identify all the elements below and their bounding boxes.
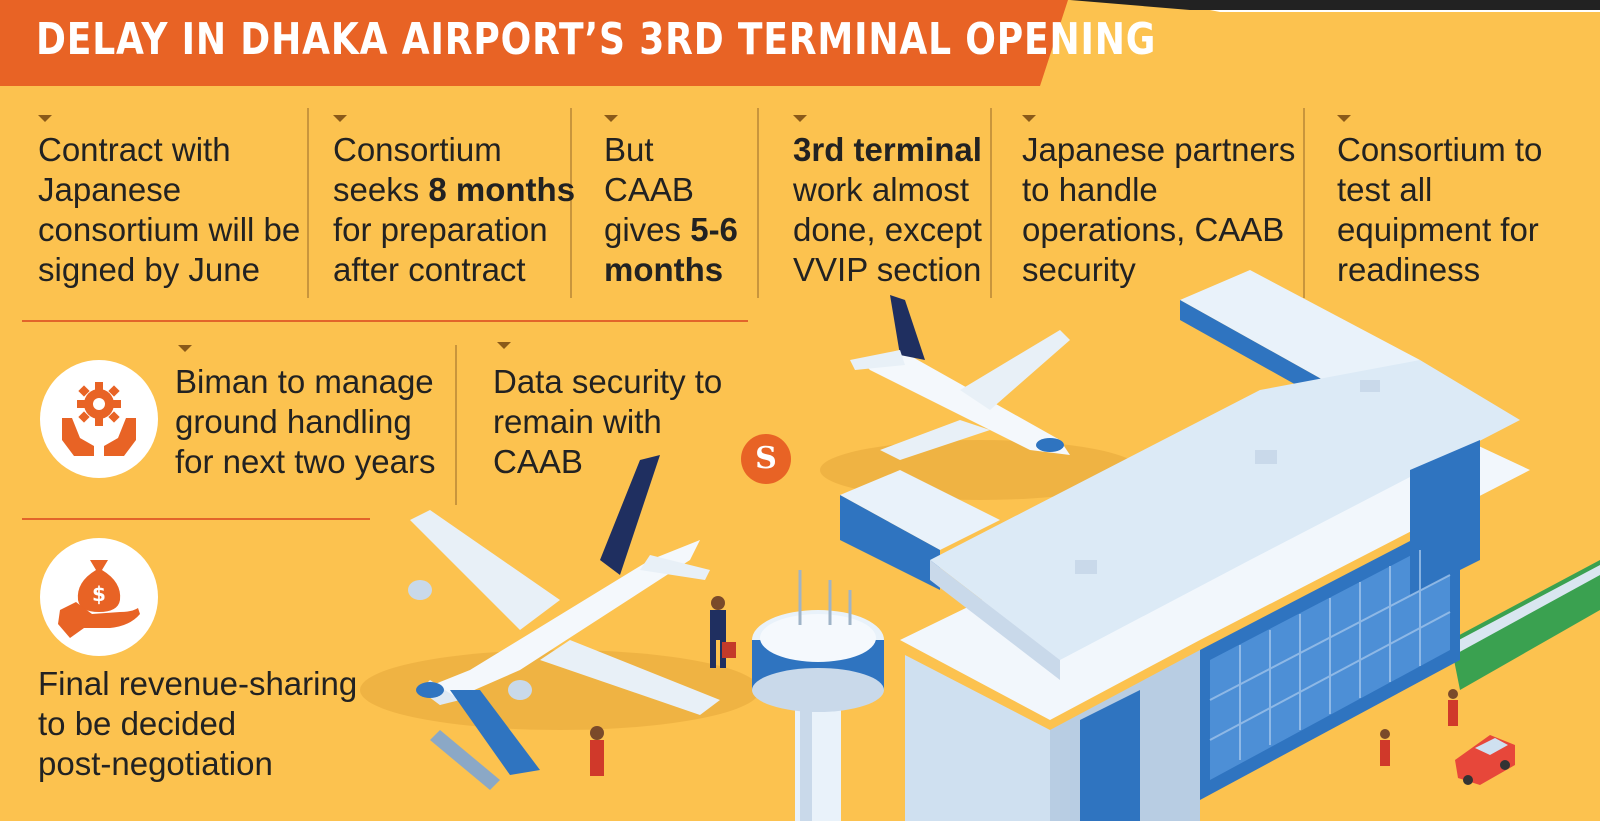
divider-h-1	[22, 320, 748, 322]
fact-revenue-sharing: Final revenue-sharing to be decided post…	[38, 664, 357, 784]
fact-highlight: 5-6	[690, 211, 738, 248]
fact-preparation-time: Consortium seeks 8 months for preparatio…	[333, 130, 575, 290]
fact-line: to handle	[1022, 171, 1158, 208]
fact-line: VVIP section	[793, 251, 982, 288]
fact-line: But	[604, 131, 654, 168]
fact-line: operations, CAAB	[1022, 211, 1285, 248]
fact-line: Japanese partners	[1022, 131, 1296, 168]
fact-line: 3rd terminal	[793, 130, 982, 170]
fact-line: months	[604, 250, 738, 290]
fact-line: security	[1022, 251, 1136, 288]
title-banner-edge	[1070, 0, 1600, 12]
fact-text: seeks	[333, 171, 429, 208]
marker-1	[38, 115, 52, 122]
fact-line: done, except	[793, 211, 982, 248]
divider-v-3	[757, 108, 759, 298]
fact-line: CAAB	[493, 443, 583, 480]
page-title: DELAY IN DHAKA AIRPORT’S 3RD TERMINAL OP…	[36, 14, 1157, 65]
fact-highlight: 8 months	[428, 171, 576, 208]
divider-v-2	[570, 108, 572, 298]
fact-ground-handling: Biman to manage ground handling for next…	[175, 362, 435, 482]
fact-equipment-test: Consortium to test all equipment for rea…	[1337, 130, 1542, 290]
fact-line: work almost	[793, 171, 970, 208]
money-hand-icon: $	[58, 560, 140, 638]
fact-line: Consortium to	[1337, 131, 1543, 168]
gear-hands-icon-badge	[40, 360, 158, 478]
divider-v-4	[990, 108, 992, 298]
marker-5	[1022, 115, 1036, 122]
fact-terminal-status: 3rd terminal work almost done, except VV…	[793, 130, 982, 290]
dollar-sign-glyph: $	[92, 582, 106, 606]
fact-line: to be decided	[38, 705, 237, 742]
fact-line: ground handling	[175, 403, 412, 440]
fact-line: Data security to	[493, 363, 723, 400]
money-hand-icon-badge: $	[40, 538, 158, 656]
fact-line: Contract with	[38, 131, 231, 168]
marker-4	[793, 115, 807, 122]
divider-h-2	[22, 518, 370, 520]
fact-line: Final revenue-sharing	[38, 665, 358, 702]
fact-line: Japanese	[38, 171, 182, 208]
fact-line: readiness	[1337, 251, 1481, 288]
marker-3	[604, 115, 618, 122]
title-banner	[0, 0, 1068, 86]
fact-contract-signing: Contract with Japanese consortium will b…	[38, 130, 300, 290]
divider-v-6	[455, 345, 457, 505]
fact-line: post-negotiation	[38, 745, 273, 782]
fact-line: for preparation	[333, 211, 548, 248]
fact-highlight: 3rd terminal	[793, 131, 982, 168]
fact-line: remain with	[493, 403, 662, 440]
logo-letters: S	[755, 441, 777, 476]
divider-v-1	[307, 108, 309, 298]
gear-hands-icon	[62, 382, 136, 456]
fact-line: seeks 8 months	[333, 170, 575, 210]
marker-8	[497, 342, 511, 349]
fact-line: after contract	[333, 251, 526, 288]
fact-text: gives	[604, 211, 691, 248]
fact-line: consortium will be	[38, 211, 301, 248]
fact-line: CAAB	[604, 171, 694, 208]
fact-line: Biman to manage	[175, 363, 434, 400]
fact-caab-months: But CAAB gives 5-6 months	[604, 130, 738, 290]
fact-data-security: Data security to remain with CAAB	[493, 362, 722, 482]
fact-highlight: months	[604, 251, 724, 288]
fact-line: equipment for	[1337, 211, 1539, 248]
fact-line: Consortium	[333, 131, 502, 168]
fact-line: signed by June	[38, 251, 260, 288]
fact-line: test all	[1337, 171, 1433, 208]
fact-line: for next two years	[175, 443, 436, 480]
publisher-logo: S	[741, 434, 791, 484]
fact-line: gives 5-6	[604, 210, 738, 250]
divider-v-5	[1303, 108, 1305, 298]
marker-7	[178, 345, 192, 352]
marker-6	[1337, 115, 1351, 122]
marker-2	[333, 115, 347, 122]
fact-operations: Japanese partners to handle operations, …	[1022, 130, 1295, 290]
